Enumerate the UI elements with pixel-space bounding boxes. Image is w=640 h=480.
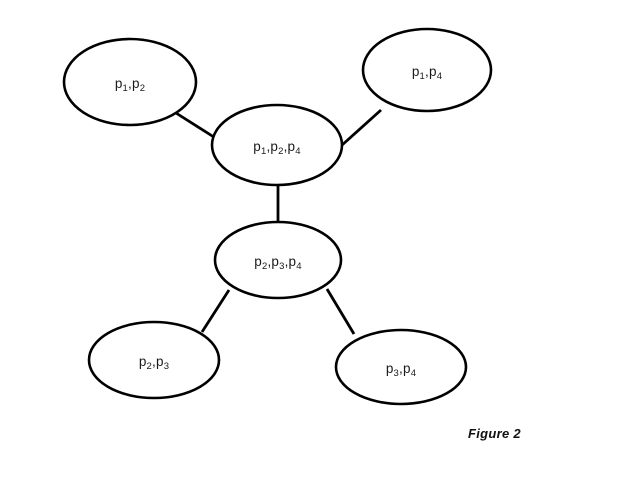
node-p2p3[interactable]: p2,p3 — [87, 320, 221, 400]
node-p1p2p4-label: p1,p2,p4 — [253, 139, 301, 157]
node-p2p3p4-label: p2,p3,p4 — [254, 254, 302, 272]
node-p1p4-shape — [361, 27, 493, 113]
edge-p2p3p4-to-p3p4 — [325, 288, 356, 335]
node-p1p2-shape — [62, 37, 198, 127]
node-p2p3-label: p2,p3 — [139, 354, 169, 372]
edge-p2p3p4-to-p2p3 — [200, 289, 231, 333]
node-p1p4[interactable]: p1,p4 — [361, 27, 493, 113]
node-p1p4-label: p1,p4 — [412, 64, 442, 82]
node-p1p2p4[interactable]: p1,p2,p4 — [210, 103, 344, 187]
node-p2p3p4-shape — [213, 220, 343, 300]
node-p1p2-label: p1,p2 — [115, 76, 145, 94]
edge-p1p4-to-p1p2p4 — [340, 108, 382, 148]
node-p3p4-shape — [334, 328, 468, 406]
node-p1p2p4-shape — [210, 103, 344, 187]
node-p3p4[interactable]: p3,p4 — [334, 328, 468, 406]
figure-caption: Figure 2 — [468, 426, 521, 441]
node-p3p4-label: p3,p4 — [386, 361, 416, 379]
node-p2p3-shape — [87, 320, 221, 400]
node-p2p3p4[interactable]: p2,p3,p4 — [213, 220, 343, 300]
edge-p1p2-to-p1p2p4 — [175, 111, 218, 141]
node-p1p2[interactable]: p1,p2 — [62, 37, 198, 127]
edge-group — [175, 108, 382, 335]
